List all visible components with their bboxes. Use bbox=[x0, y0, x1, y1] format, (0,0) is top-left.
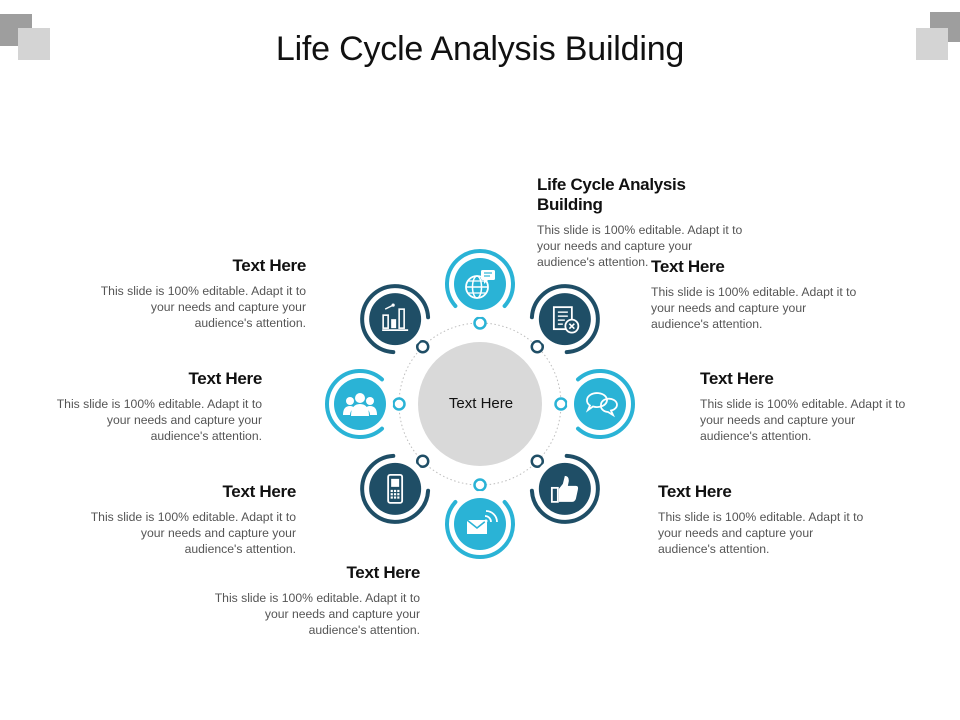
thumbs-up-icon bbox=[550, 475, 579, 503]
corner-square-top-left-light bbox=[18, 28, 50, 60]
label-right-body: This slide is 100% editable. Adapt it to… bbox=[700, 397, 906, 443]
label-bottom-body: This slide is 100% editable. Adapt it to… bbox=[214, 591, 420, 637]
user-group-icon bbox=[343, 393, 377, 416]
outer-arc-upper-left bbox=[360, 284, 431, 355]
node-right bbox=[567, 369, 635, 439]
center-circle bbox=[418, 342, 542, 466]
label-left-heading: Text Here bbox=[188, 369, 262, 388]
connector-dot-top bbox=[473, 316, 487, 330]
node-left bbox=[325, 369, 393, 439]
label-upper-left-body: This slide is 100% editable. Adapt it to… bbox=[100, 284, 306, 330]
connector-dot-right bbox=[554, 397, 568, 411]
chat-bubbles-icon bbox=[585, 392, 618, 418]
outer-arc-top bbox=[445, 249, 515, 308]
label-bottom: Text Here This slide is 100% editable. A… bbox=[205, 563, 421, 638]
corner-square-top-right-light bbox=[916, 28, 948, 60]
outer-arc-lower-right bbox=[529, 453, 600, 524]
label-right-heading: Text Here bbox=[700, 369, 774, 388]
node-bottom bbox=[445, 491, 515, 559]
label-lower-left-heading: Text Here bbox=[222, 482, 296, 501]
label-lower-left: Text Here This slide is 100% editable. A… bbox=[81, 482, 297, 557]
document-x-icon bbox=[552, 306, 580, 334]
wireless-envelope-icon bbox=[466, 510, 498, 534]
label-lower-left-body: This slide is 100% editable. Adapt it to… bbox=[90, 510, 296, 556]
connector-dot-left bbox=[392, 397, 406, 411]
connector-dot-upper-left bbox=[415, 339, 430, 354]
icon-disc-right bbox=[574, 378, 626, 430]
label-top: Life Cycle Analysis Building This slide … bbox=[537, 175, 752, 270]
outer-arc-lower-left bbox=[360, 453, 431, 524]
connector-dot-bottom bbox=[473, 478, 487, 492]
node-top bbox=[445, 249, 515, 317]
outer-arc-bottom bbox=[445, 500, 515, 559]
page-title: Life Cycle Analysis Building bbox=[275, 30, 685, 68]
connector-dot-lower-left bbox=[415, 454, 430, 469]
label-top-heading: Life Cycle Analysis Building bbox=[537, 175, 686, 214]
label-top-body: This slide is 100% editable. Adapt it to… bbox=[537, 223, 743, 269]
icon-disc-upper-right bbox=[538, 293, 591, 346]
label-left-body: This slide is 100% editable. Adapt it to… bbox=[56, 397, 262, 443]
bar-chart-icon bbox=[382, 303, 409, 332]
node-lower-left bbox=[360, 453, 431, 524]
outer-arc-upper-right bbox=[529, 284, 600, 355]
label-upper-right-body: This slide is 100% editable. Adapt it to… bbox=[651, 285, 857, 331]
node-upper-right bbox=[529, 284, 600, 355]
globe-chat-icon bbox=[465, 270, 495, 299]
outer-arc-right bbox=[576, 369, 635, 439]
nodes bbox=[325, 249, 635, 559]
node-lower-right bbox=[529, 453, 600, 524]
node-upper-left bbox=[360, 284, 431, 355]
label-lower-right-heading: Text Here bbox=[658, 482, 732, 501]
label-upper-left: Text Here This slide is 100% editable. A… bbox=[91, 256, 307, 331]
label-lower-right: Text Here This slide is 100% editable. A… bbox=[658, 482, 873, 557]
outer-arc-left bbox=[325, 369, 384, 439]
label-upper-right: Text Here This slide is 100% editable. A… bbox=[651, 257, 866, 332]
mobile-phone-icon bbox=[387, 473, 404, 504]
icon-disc-lower-left bbox=[369, 462, 422, 515]
label-right: Text Here This slide is 100% editable. A… bbox=[700, 369, 915, 444]
center-label: Text Here bbox=[448, 395, 514, 412]
label-bottom-heading: Text Here bbox=[346, 563, 420, 582]
connector-dot-upper-right bbox=[530, 339, 545, 354]
icon-disc-top bbox=[454, 258, 506, 310]
label-upper-right-heading: Text Here bbox=[651, 257, 725, 276]
connector-dot-lower-right bbox=[530, 454, 545, 469]
label-left: Text Here This slide is 100% editable. A… bbox=[47, 369, 263, 444]
label-lower-right-body: This slide is 100% editable. Adapt it to… bbox=[658, 510, 864, 556]
label-upper-left-heading: Text Here bbox=[232, 256, 306, 275]
